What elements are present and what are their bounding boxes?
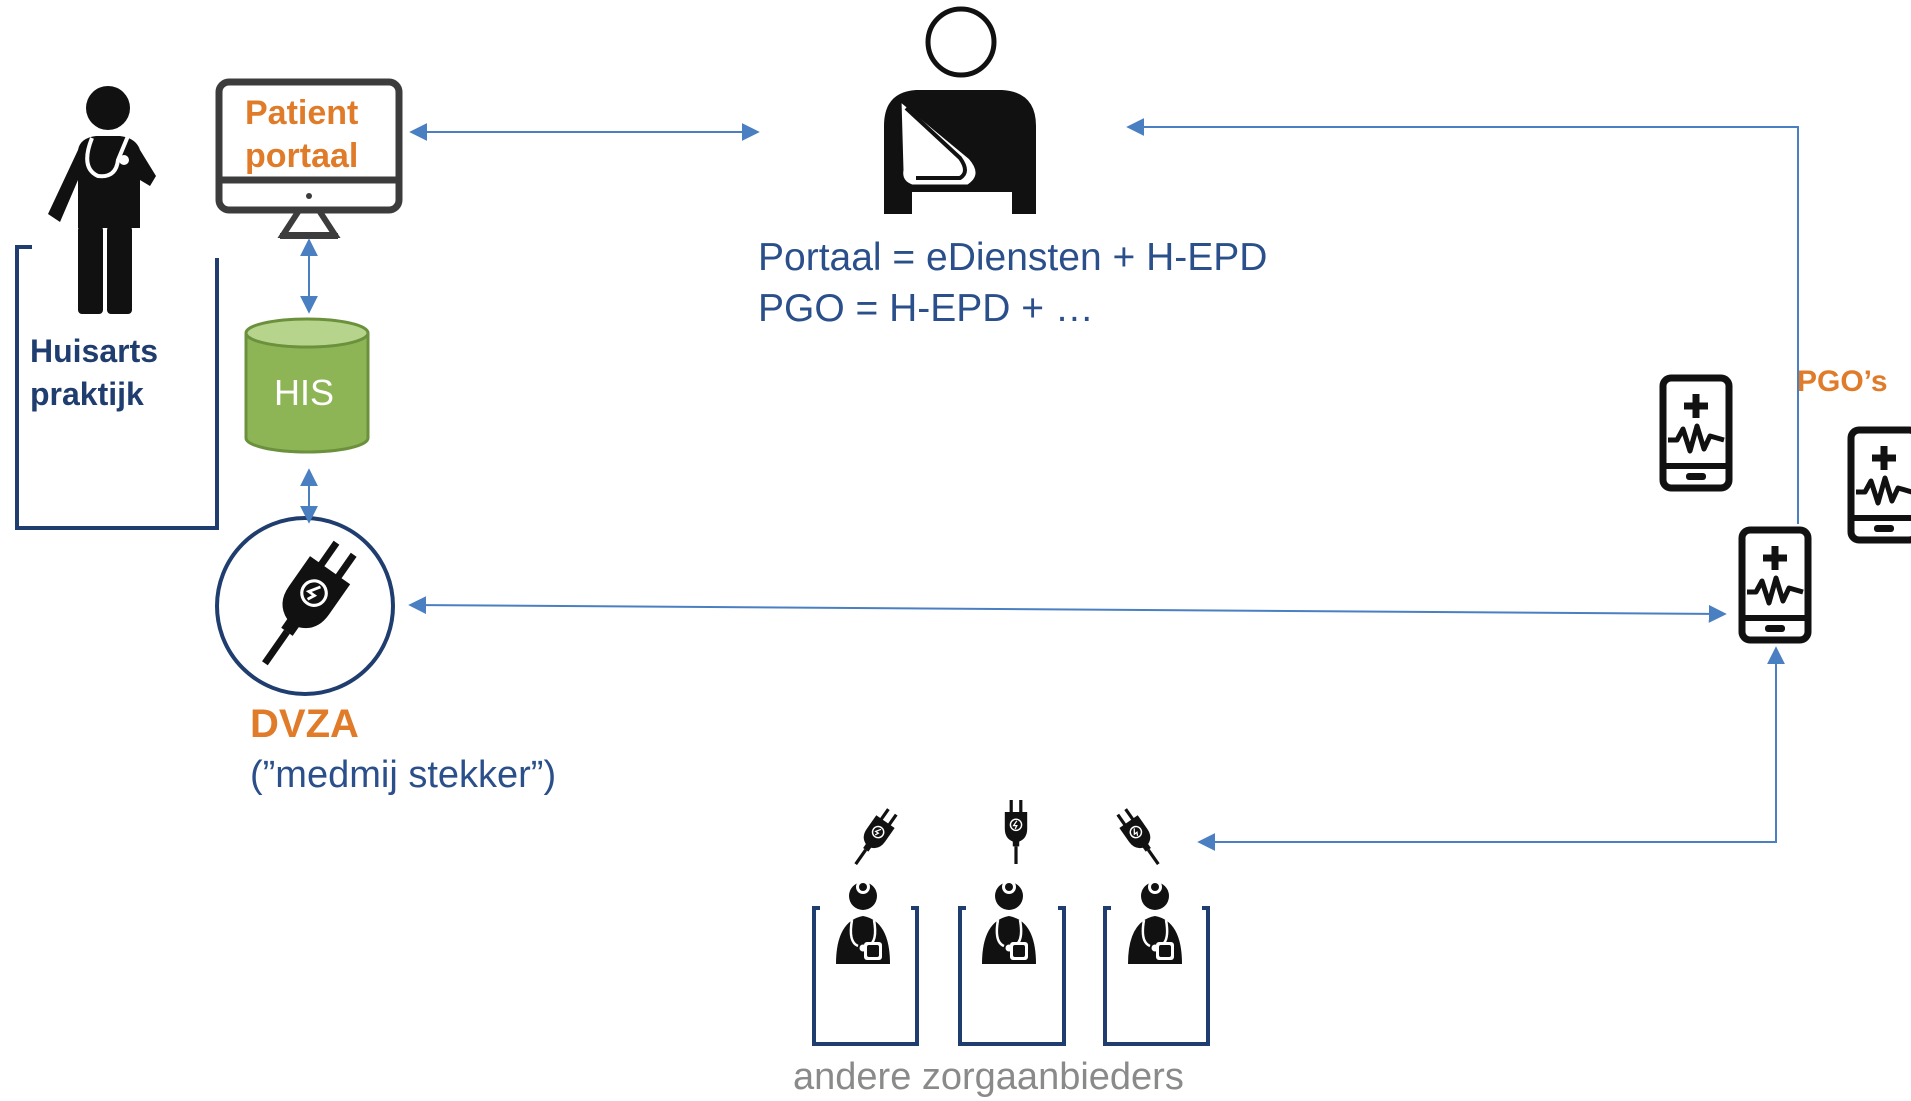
patient-arm-sling-icon xyxy=(884,6,1036,214)
care-provider-icon-3 xyxy=(1126,878,1184,966)
database-icon xyxy=(244,317,370,454)
arrow-providers-phone xyxy=(1197,646,1785,851)
arrow-phone-patient xyxy=(1126,118,1799,524)
plug-icon-2 xyxy=(1004,800,1028,864)
dvza-label: DVZA xyxy=(250,702,359,746)
monitor-icon xyxy=(215,78,403,239)
huisarts-label-line2: praktijk xyxy=(30,376,144,412)
plug-icon-1 xyxy=(845,804,903,872)
equation-pgo: PGO = H-EPD + … xyxy=(758,287,1094,330)
huisarts-label-line1: Huisarts xyxy=(30,333,159,369)
plug-icon-3 xyxy=(1111,804,1169,872)
care-provider-icon-2 xyxy=(980,878,1038,966)
arrow-dvza-phone xyxy=(408,596,1727,623)
care-provider-icon-1 xyxy=(834,878,892,966)
equation-portaal: Portaal = eDiensten + H-EPD xyxy=(758,236,1268,279)
portaal-label-line1: Patient xyxy=(245,94,359,132)
health-phone-icon-2 xyxy=(1851,430,1911,540)
portaal-label-line2: portaal xyxy=(245,137,359,175)
care-provider-1 xyxy=(812,804,919,1046)
dvza-sub-label: (”medmij stekker”) xyxy=(250,754,557,796)
dvza-plug-node xyxy=(215,516,395,696)
pgos-label: PGO’s xyxy=(1797,365,1888,398)
health-phone-icon-1 xyxy=(1663,378,1729,488)
his-label: HIS xyxy=(274,372,335,413)
care-provider-3 xyxy=(1103,804,1210,1046)
andere-zorgaanbieders-label: andere zorgaanbieders xyxy=(793,1056,1184,1098)
doctor-icon xyxy=(48,86,156,314)
care-provider-2 xyxy=(958,800,1066,1046)
huisarts-bracket xyxy=(15,245,219,530)
health-phone-icon-main xyxy=(1742,530,1808,640)
